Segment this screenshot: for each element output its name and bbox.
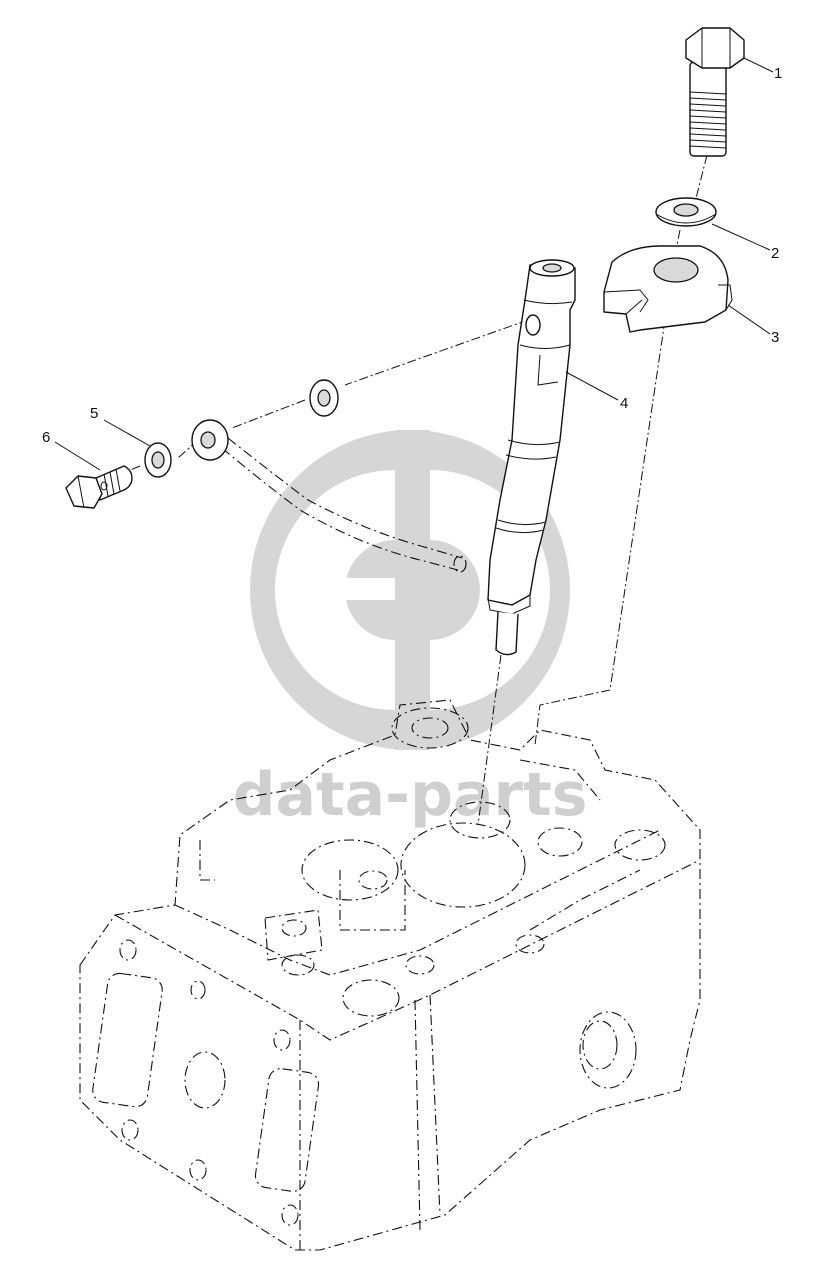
callout-1: 1 bbox=[774, 65, 782, 82]
callout-5: 5 bbox=[90, 405, 98, 422]
sealing-ring-upper bbox=[309, 379, 339, 417]
callout-2: 2 bbox=[771, 245, 779, 262]
leader-lines bbox=[54, 57, 774, 471]
banjo-fitting bbox=[191, 419, 229, 461]
part-2-washer bbox=[655, 197, 717, 227]
callout-6: 6 bbox=[42, 429, 50, 446]
part-1-hex-bolt bbox=[685, 27, 745, 157]
part-6-banjo-bolt bbox=[65, 465, 133, 509]
watermark-text: data-parts bbox=[233, 760, 588, 830]
fuel-leak-pipe bbox=[221, 437, 467, 573]
cylinder-head bbox=[79, 699, 701, 1251]
callout-4: 4 bbox=[620, 395, 628, 412]
callout-3: 3 bbox=[771, 329, 779, 346]
part-5-sealing-ring bbox=[144, 442, 172, 478]
part-3-injector-clamp bbox=[603, 245, 733, 333]
part-4-fuel-injector bbox=[487, 259, 576, 656]
